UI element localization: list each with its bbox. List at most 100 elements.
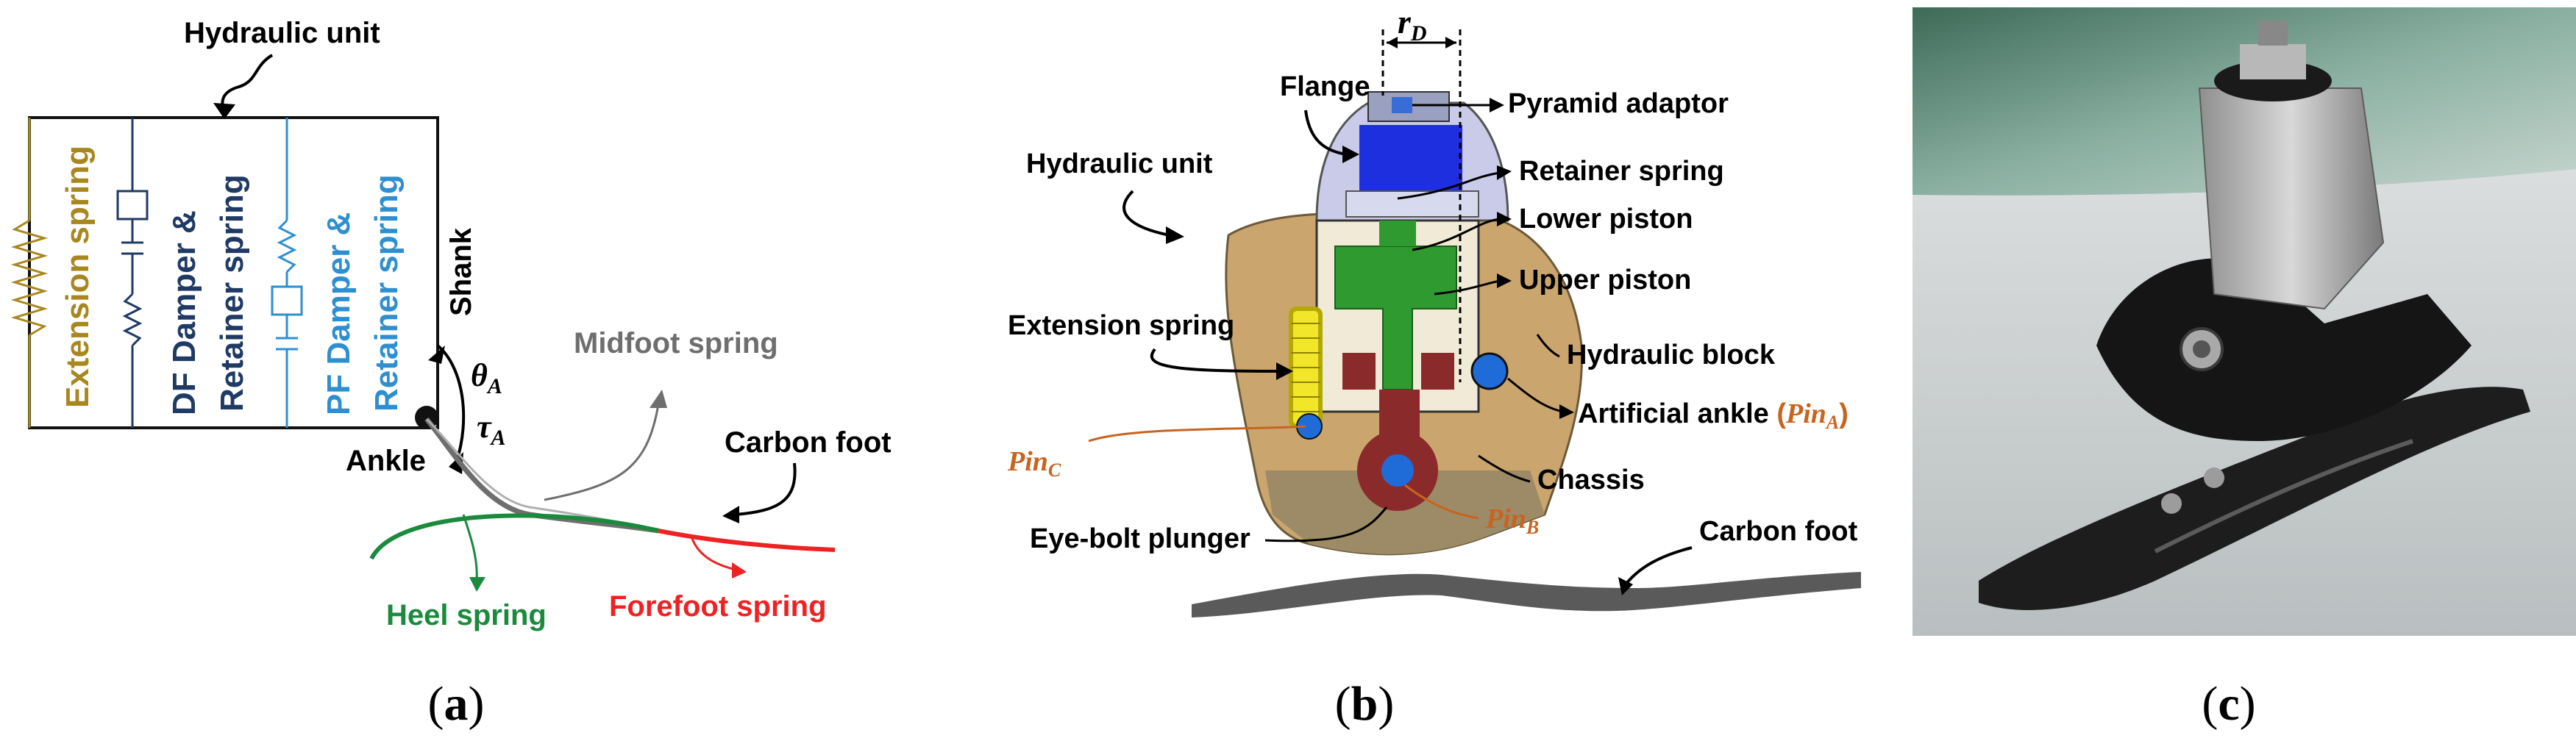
- carbon-foot-plate: [1192, 572, 1861, 617]
- df-damper-symbol: [116, 118, 149, 428]
- pin-b-label: PinB: [1485, 504, 1539, 538]
- midfoot-spring-arrow: [544, 404, 660, 501]
- hydraulic-unit-arrowhead: [213, 103, 235, 119]
- extension-spring-zigzag: [10, 118, 49, 428]
- panel-b-caption: (b): [1334, 677, 1395, 731]
- shank-label: Shank: [445, 227, 477, 316]
- angle-arrowhead-bottom: [449, 452, 463, 474]
- photo-bolt-2: [2204, 468, 2224, 488]
- tau-symbol: τA: [477, 409, 506, 450]
- angle-arrowhead-top: [428, 345, 445, 364]
- eye-bolt-plunger-label: Eye-bolt plunger: [1030, 523, 1250, 554]
- photo-foot-highlight: [2154, 439, 2413, 554]
- forefoot-spring-arrow: [690, 536, 736, 571]
- hydraulic-unit-label: Hydraulic unit: [184, 17, 380, 49]
- pf-damper-label-line1: PF Damper &: [321, 212, 357, 415]
- artificial-ankle-arrow: [1507, 377, 1564, 413]
- panel-a-schematic: Hydraulic unit Extension spring DF Dampe…: [0, 0, 897, 752]
- chassis-label: Chassis: [1537, 465, 1645, 495]
- rd-arrow-right: [1445, 37, 1456, 49]
- retainer-spring-arrowhead: [1497, 165, 1512, 180]
- pf-damper-symbol: [271, 118, 303, 428]
- upper-piston-arrowhead: [1497, 273, 1512, 288]
- retainer-spring-label: Retainer spring: [1519, 156, 1724, 187]
- valve-right: [1421, 353, 1454, 390]
- pin-b-circle: [1381, 454, 1414, 487]
- heel-spring-curve: [369, 513, 659, 560]
- extension-spring-arrowhead-b: [1276, 362, 1293, 380]
- forefoot-spring-label: Forefoot spring: [609, 590, 827, 623]
- photo-hydraulic-block: [2198, 87, 2385, 310]
- retainer-spring-block: [1359, 125, 1462, 191]
- artificial-ankle-label: Artificial ankle (PinA): [1578, 398, 1849, 433]
- panel-a-caption: (a): [427, 677, 485, 731]
- hydraulic-unit-arrowhead-b: [1166, 226, 1184, 244]
- carbon-foot-label-b: Carbon foot: [1699, 516, 1858, 547]
- angle-arc: [436, 344, 466, 464]
- panel-c-svg: [1913, 7, 2576, 636]
- lower-piston-arrowhead: [1497, 212, 1512, 226]
- forefoot-spring-curve: [658, 529, 836, 552]
- lower-piston-arrow: [1412, 218, 1501, 251]
- retainer-spring-cap: [1345, 190, 1479, 218]
- ankle-label: Ankle: [346, 445, 426, 477]
- artificial-ankle-arrowhead: [1559, 404, 1574, 419]
- photo-pyramid-adaptor: [2240, 44, 2306, 79]
- photo-ankle-bolt-center: [2193, 340, 2210, 358]
- heel-spring-arrowhead: [469, 577, 485, 592]
- panel-c-caption: (c): [2202, 677, 2256, 731]
- hydraulic-unit-label-b: Hydraulic unit: [1026, 148, 1213, 179]
- carbon-foot-arrowhead-b: [1618, 577, 1633, 595]
- pyramid-adaptor-arrowhead: [1490, 98, 1504, 112]
- panel-b-svg: rD Flange Pyramid adaptor Hydraulic unit…: [1007, 3, 1861, 617]
- pyramid-adaptor-label: Pyramid adaptor: [1508, 88, 1729, 119]
- rd-arrow-left: [1387, 37, 1398, 49]
- photo-chassis: [2096, 258, 2472, 441]
- carbon-foot-arrow-b: [1624, 546, 1693, 586]
- lower-piston-label: Lower piston: [1519, 204, 1693, 234]
- panel-b-cross-section: rD Flange Pyramid adaptor Hydraulic unit…: [897, 0, 1913, 752]
- pin-a-circle: [1470, 352, 1509, 390]
- hydraulic-unit-arrow: [221, 54, 274, 112]
- flange-arrow: [1304, 110, 1347, 156]
- panel-c-photo: (c): [1913, 0, 2576, 752]
- hydraulic-block-label: Hydraulic block: [1567, 340, 1776, 370]
- carbon-foot-arrow: [735, 462, 797, 516]
- upper-piston-arrow: [1434, 279, 1501, 296]
- extension-spring-label-b: Extension spring: [1008, 310, 1234, 341]
- extension-spring-arrow-b: [1150, 348, 1281, 373]
- rd-label: rD: [1398, 3, 1427, 46]
- midfoot-spring-label: Midfoot spring: [574, 327, 778, 359]
- lower-piston-rod: [1379, 221, 1416, 246]
- upper-piston-label: Upper piston: [1519, 265, 1691, 296]
- theta-symbol: θA: [471, 357, 502, 398]
- carbon-foot-arrowhead: [722, 506, 739, 523]
- chassis-arrow: [1478, 454, 1531, 483]
- flange-label: Flange: [1280, 71, 1370, 102]
- retainer-spring-arrow: [1397, 171, 1501, 200]
- heel-spring-arrow: [462, 514, 478, 581]
- pin-c-arrow: [1088, 425, 1306, 443]
- extension-spring-label: Extension spring: [60, 146, 96, 408]
- hydraulic-unit-arrow-b: [1122, 190, 1170, 237]
- df-damper-label-line2: Retainer spring: [214, 174, 250, 412]
- hydraulic-unit-frame: [28, 116, 439, 429]
- hydraulic-block-arrow: [1536, 334, 1560, 358]
- carbon-foot-label: Carbon foot: [725, 426, 892, 459]
- pyramid-adaptor-core: [1392, 97, 1412, 113]
- photo-adaptor-screw: [2258, 21, 2288, 46]
- pin-b-arrow: [1404, 484, 1479, 520]
- pin-c-label: PinC: [1007, 446, 1061, 481]
- pf-damper-label-line2: Retainer spring: [369, 174, 405, 412]
- photo-bolt-1: [2161, 493, 2182, 514]
- panel-a-svg: Hydraulic unit Extension spring DF Dampe…: [10, 17, 892, 631]
- photo-carbon-foot: [1979, 387, 2530, 610]
- chassis-lower: [1265, 470, 1545, 554]
- midfoot-spring-arrowhead: [650, 390, 667, 408]
- heel-spring-label: Heel spring: [386, 599, 547, 631]
- df-damper-label-line1: DF Damper &: [166, 210, 202, 415]
- flange-arrowhead: [1342, 146, 1359, 163]
- valve-left: [1342, 353, 1376, 390]
- forefoot-spring-arrowhead: [732, 562, 747, 579]
- eye-bolt-plunger-arrow: [1264, 506, 1388, 542]
